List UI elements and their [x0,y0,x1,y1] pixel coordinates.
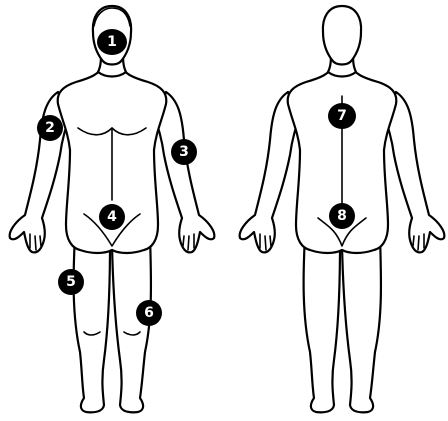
marker-6: 6 [136,300,162,326]
marker-label: 8 [337,208,347,224]
marker-7: 7 [328,103,356,129]
marker-label: 2 [45,120,55,136]
back-left-leg [304,235,340,412]
marker-label: 7 [337,108,347,124]
marker-4: 4 [99,204,125,230]
marker-label: 4 [107,209,117,225]
marker-3: 3 [171,139,197,165]
front-left-leg [74,235,110,412]
marker-label: 3 [179,144,189,160]
marker-1: 1 [97,29,127,55]
marker-8: 8 [329,203,355,229]
back-right-leg [342,235,381,412]
marker-5: 5 [58,269,84,295]
marker-label: 6 [144,305,154,321]
back-head [323,6,361,65]
marker-2: 2 [37,115,63,141]
marker-label: 1 [107,34,117,50]
marker-label: 5 [66,274,76,290]
